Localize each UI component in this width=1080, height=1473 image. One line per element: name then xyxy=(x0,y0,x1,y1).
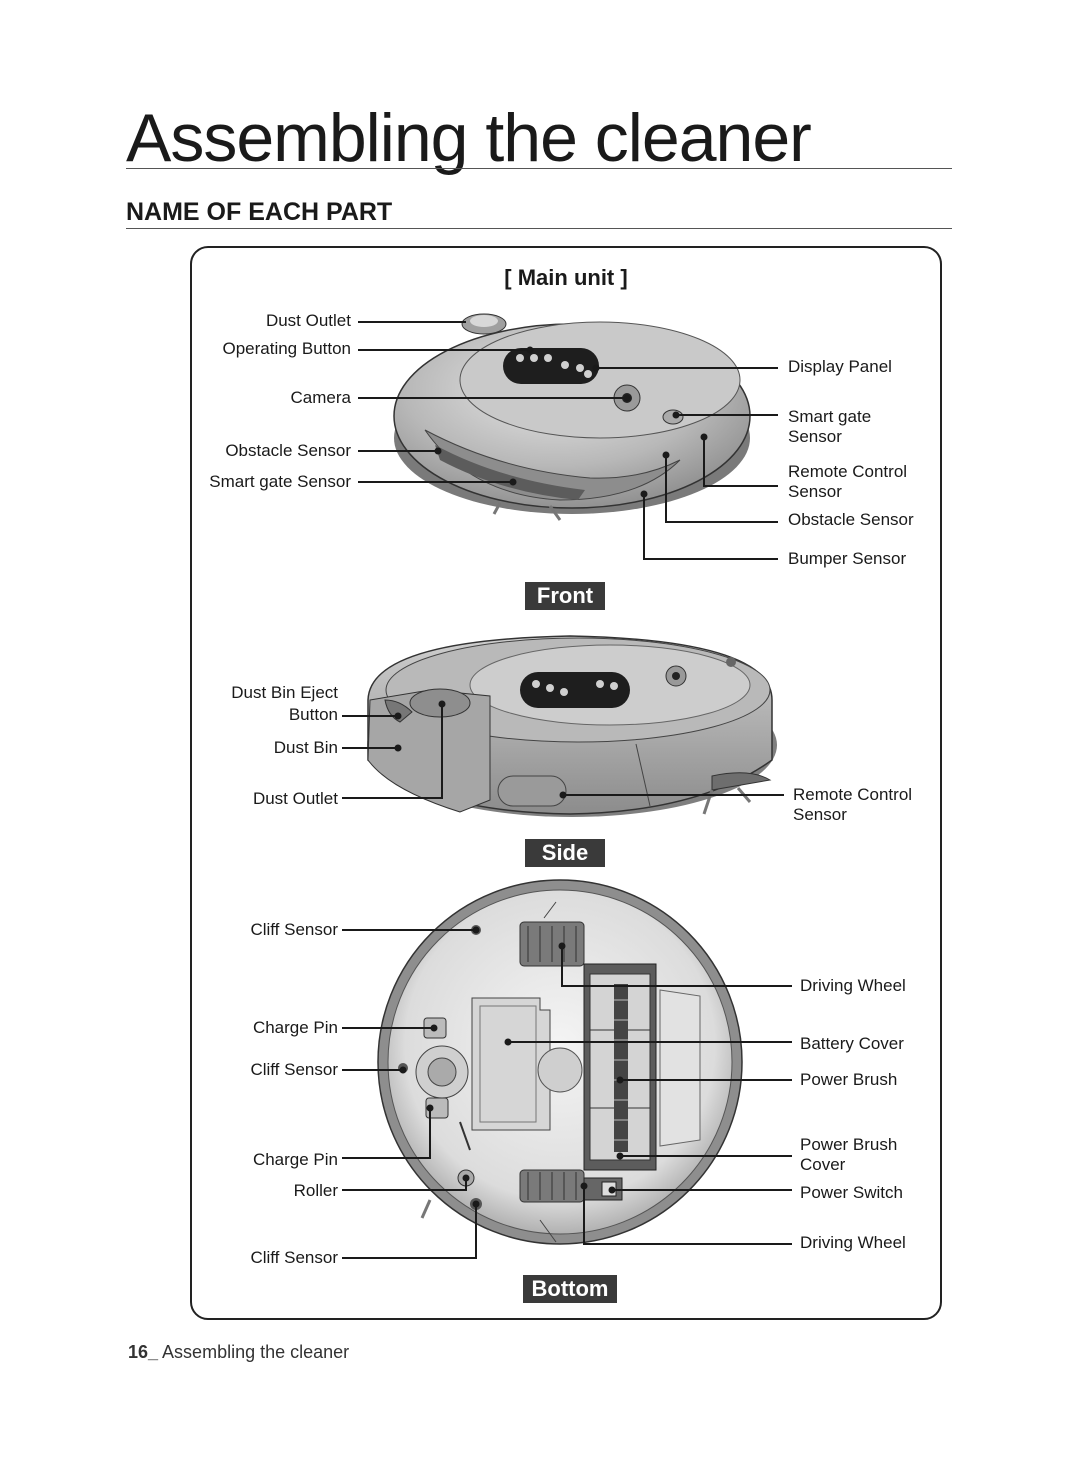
label-power-brush-cover-line2: Cover xyxy=(800,1155,846,1174)
footer-chapter: Assembling the cleaner xyxy=(158,1342,350,1362)
label-power-brush-cover: Power Brush xyxy=(800,1135,897,1154)
label-camera: Camera xyxy=(291,388,352,407)
bottom-leader-dots xyxy=(399,926,624,1208)
label-power-switch: Power Switch xyxy=(800,1183,903,1202)
label-charge-pin-bottom: Charge Pin xyxy=(253,1150,338,1169)
view-label-bottom: Bottom xyxy=(523,1275,617,1303)
front-leader-lines xyxy=(358,321,778,560)
side-robot-illustration xyxy=(367,635,777,817)
label-roller: Roller xyxy=(294,1181,339,1200)
section-heading: NAME OF EACH PART xyxy=(126,198,393,226)
label-side-remote-control-sensor-line2: Sensor xyxy=(793,805,847,824)
label-cliff-sensor-mid: Cliff Sensor xyxy=(250,1060,338,1079)
label-power-brush: Power Brush xyxy=(800,1070,897,1089)
side-leader-dots xyxy=(394,700,567,799)
label-smart-gate-sensor: Smart gate Sensor xyxy=(209,472,351,491)
label-dust-bin-eject-line2: Button xyxy=(289,705,338,724)
label-smart-gate-sensor-right: Smart gate xyxy=(788,407,871,426)
label-charge-pin-top: Charge Pin xyxy=(253,1018,338,1037)
label-cliff-sensor-top: Cliff Sensor xyxy=(250,920,338,939)
bottom-leader-lines xyxy=(342,929,792,1259)
page-title: Assembling the cleaner xyxy=(126,100,812,176)
front-leader-dots xyxy=(434,346,708,498)
bottom-robot-illustration xyxy=(377,879,743,1245)
label-driving-wheel-top: Driving Wheel xyxy=(800,976,906,995)
front-labels: Dust Outlet Operating Button Camera Obst… xyxy=(209,311,914,568)
label-display-panel: Display Panel xyxy=(788,357,892,376)
view-label-front: Front xyxy=(525,582,605,610)
front-robot-illustration xyxy=(393,313,751,521)
label-driving-wheel-bottom: Driving Wheel xyxy=(800,1233,906,1252)
label-obstacle-sensor: Obstacle Sensor xyxy=(225,441,351,460)
label-bumper-sensor: Bumper Sensor xyxy=(788,549,906,568)
label-smart-gate-sensor-right-line2: Sensor xyxy=(788,427,842,446)
label-cliff-sensor-bottom: Cliff Sensor xyxy=(250,1248,338,1267)
label-obstacle-sensor-right: Obstacle Sensor xyxy=(788,510,914,529)
label-remote-control-sensor-line2: Sensor xyxy=(788,482,842,501)
figure-frame xyxy=(190,246,942,1320)
label-dust-bin-eject: Dust Bin Eject xyxy=(231,683,338,702)
figure-title: [ Main unit ] xyxy=(504,265,627,290)
label-operating-button: Operating Button xyxy=(222,339,351,358)
label-dust-outlet: Dust Outlet xyxy=(266,311,351,330)
page-number: 16_ xyxy=(128,1342,159,1362)
page-footer: 16_ Assembling the cleaner xyxy=(128,1342,349,1363)
label-side-dust-outlet: Dust Outlet xyxy=(253,789,338,808)
label-battery-cover: Battery Cover xyxy=(800,1034,904,1053)
title-rule xyxy=(126,168,952,169)
side-labels: Dust Bin Eject Button Dust Bin Dust Outl… xyxy=(231,683,912,824)
side-leader-lines xyxy=(342,704,784,799)
bottom-labels: Cliff Sensor Charge Pin Cliff Sensor Cha… xyxy=(250,920,905,1267)
view-label-side: Side xyxy=(525,839,605,867)
label-remote-control-sensor: Remote Control xyxy=(788,462,907,481)
section-rule xyxy=(126,228,952,229)
label-side-remote-control-sensor: Remote Control xyxy=(793,785,912,804)
label-dust-bin: Dust Bin xyxy=(274,738,338,757)
